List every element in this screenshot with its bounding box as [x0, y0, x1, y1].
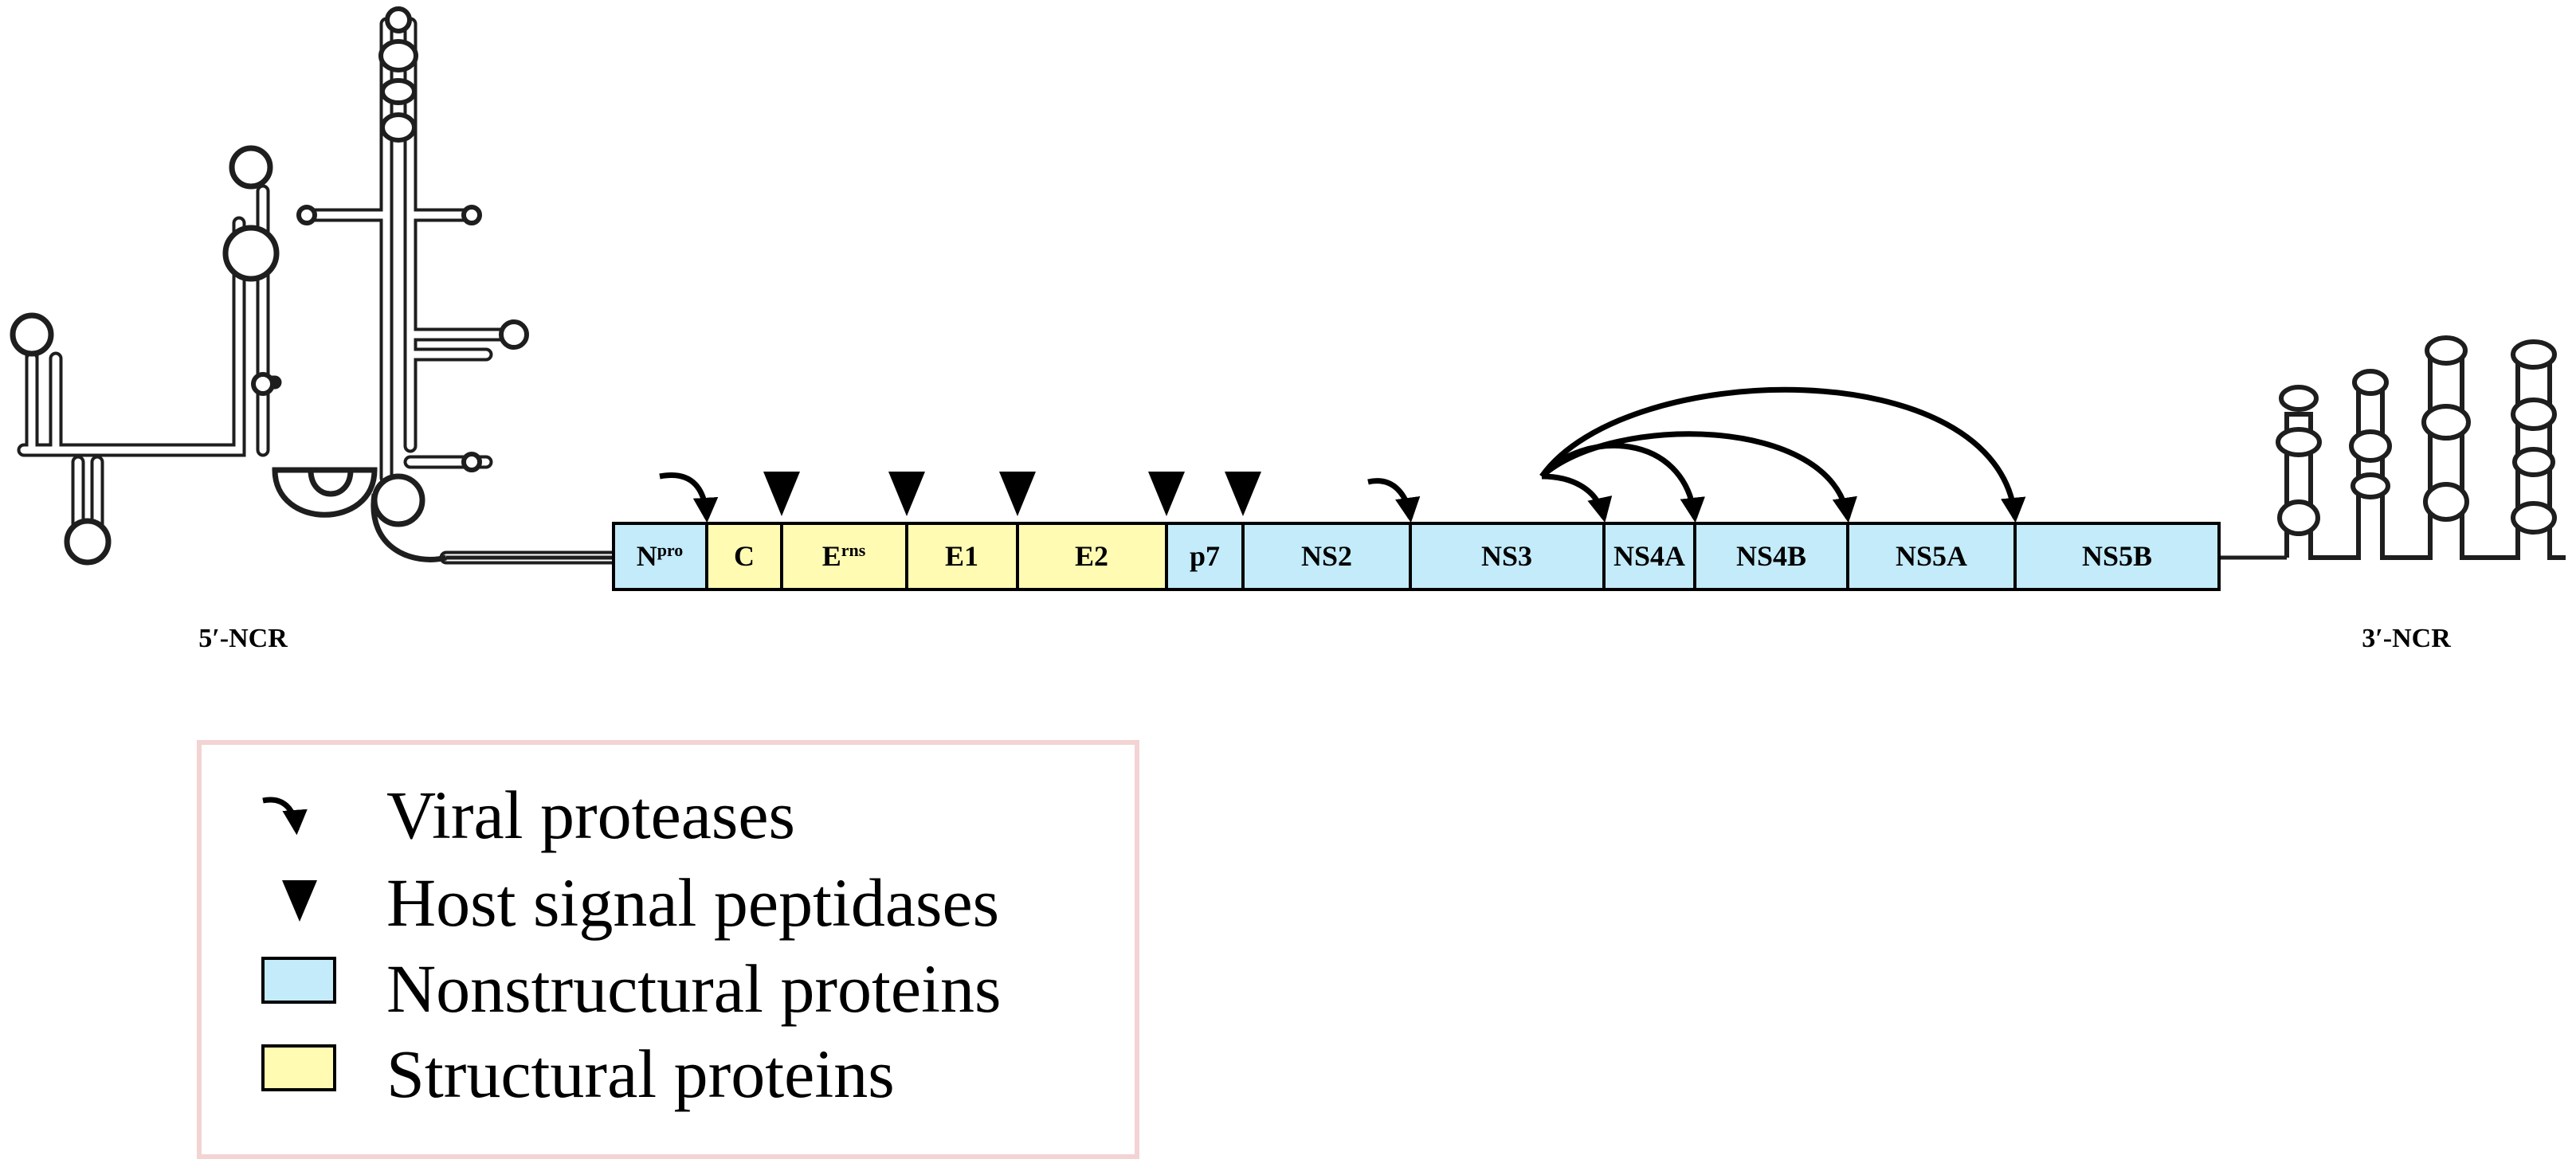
segment-ns5b: NS5B	[2013, 522, 2221, 591]
protease-arrow-ns4b-ns5a	[1539, 431, 1857, 523]
segment-label-ns5a: NS5A	[1896, 540, 1967, 572]
three-prime-ncr-label: 3′-NCR	[2362, 624, 2451, 653]
segment-label-ns5b: NS5B	[2082, 540, 2152, 572]
segment-erns: Erns	[780, 522, 908, 591]
segment-label-e1: E1	[945, 540, 978, 572]
legend: Viral proteases Host signal peptidases N…	[197, 740, 1139, 1159]
cleavage-triangle-e2-p7	[1148, 472, 1185, 516]
legend-label-viral-proteases: Viral proteases	[386, 777, 795, 853]
segment-e2: E2	[1016, 522, 1168, 591]
svg-text:Erns: Erns	[822, 540, 866, 572]
segment-ns4b: NS4B	[1693, 522, 1849, 591]
legend-label-nonstructural: Nonstructural proteins	[386, 950, 1001, 1027]
svg-text:Npro: Npro	[637, 540, 684, 572]
legend-label-host-signal-peptidases: Host signal peptidases	[386, 864, 999, 941]
polyprotein: Npro C Erns E1 E2 p7 NS2 NS3	[612, 522, 2221, 591]
segment-label-ns2: NS2	[1301, 540, 1352, 572]
three-prime-ncr-structure	[2219, 335, 2566, 560]
five-prime-ncr-structure	[10, 6, 621, 566]
segment-label-ns4a: NS4A	[1613, 540, 1685, 572]
segment-label-e2: E2	[1075, 540, 1108, 572]
host-signal-peptidase-sites	[763, 472, 1261, 516]
cleavage-triangle-p7-ns2	[1225, 472, 1261, 516]
segment-c: C	[705, 522, 783, 591]
viral-protease-sites	[659, 386, 2026, 523]
segment-label-npro: N	[637, 540, 657, 572]
segment-ns4a: NS4A	[1602, 522, 1696, 591]
cleavage-triangle-erns-e1	[888, 472, 925, 516]
segment-sup-erns: rns	[841, 540, 866, 560]
segment-ns3: NS3	[1409, 522, 1606, 591]
cleavage-triangle-c-erns	[763, 472, 800, 516]
protease-arrow-ns2-ns3	[1367, 478, 1421, 523]
legend-box	[197, 740, 1139, 1159]
segment-ns2: NS2	[1241, 522, 1412, 591]
segment-p7: p7	[1165, 522, 1245, 591]
legend-viral-protease-arrow	[262, 797, 308, 836]
legend-host-signal-peptidase-triangle	[282, 880, 317, 922]
protease-arrow-ns5a-ns5b	[1539, 386, 2026, 523]
five-prime-ncr-label: 5′-NCR	[198, 624, 288, 653]
legend-structural-swatch	[261, 1044, 336, 1091]
segment-label-c: C	[734, 540, 755, 572]
segment-ns5a: NS5A	[1846, 522, 2017, 591]
protease-arrow-ns3-ns4a	[1541, 473, 1613, 523]
legend-nonstructural-swatch	[261, 957, 336, 1004]
segment-npro: Npro	[612, 522, 708, 591]
segment-e1: E1	[905, 522, 1019, 591]
segment-sup-npro: pro	[657, 540, 684, 560]
cleavage-triangle-e1-e2	[999, 472, 1036, 516]
segment-label-ns3: NS3	[1481, 540, 1532, 572]
segment-label-erns: E	[822, 540, 841, 572]
segment-label-ns4b: NS4B	[1736, 540, 1806, 572]
segment-label-p7: p7	[1190, 540, 1220, 572]
protease-arrow-npro-c	[659, 472, 719, 523]
legend-label-structural: Structural proteins	[386, 1036, 895, 1112]
